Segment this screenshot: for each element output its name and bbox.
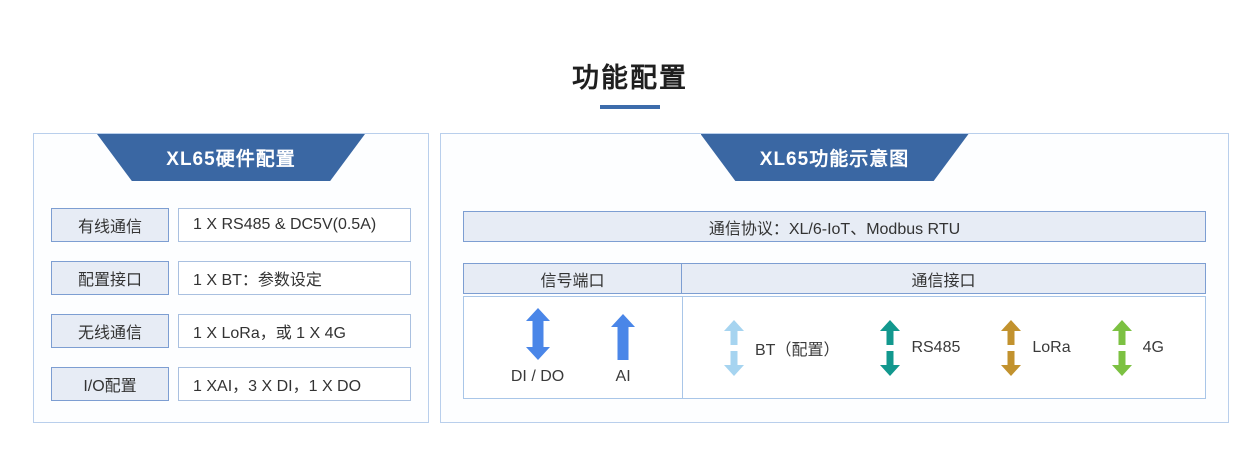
up-down-arrow-icon: [1111, 319, 1132, 376]
page-header: 功能配置: [0, 56, 1260, 109]
signal-label: DI / DO: [510, 368, 565, 385]
function-table-body: DI / DO AI: [463, 296, 1206, 399]
page-title: 功能配置: [572, 63, 688, 93]
spec-label: 有线通信: [51, 208, 169, 242]
up-down-arrow-icon: [880, 319, 901, 376]
title-underline: [600, 105, 660, 109]
spec-value: 1 X RS485 & DC5V(0.5A): [178, 208, 411, 242]
column-header-signal-ports: 信号端口: [463, 263, 682, 294]
signal-ports-cell: DI / DO AI: [464, 297, 683, 398]
up-down-arrow-icon: [724, 319, 744, 376]
comm-group-rs485: RS485: [880, 319, 961, 376]
hardware-config-panel: XL65硬件配置 有线通信 1 X RS485 & DC5V(0.5A) 配置接…: [33, 133, 429, 423]
signal-group-dido: DI / DO: [511, 308, 564, 386]
table-row: 配置接口 1 X BT：参数设定: [51, 261, 411, 295]
protocol-bar: 通信协议：XL/6-IoT、Modbus RTU: [463, 211, 1206, 242]
comm-group-bt: BT（配置）: [724, 319, 840, 376]
comm-label: BT（配置）: [755, 341, 840, 359]
comm-group-lora: LoRa: [1001, 319, 1071, 376]
spec-label: I/O配置: [51, 367, 169, 401]
up-arrow-icon: [611, 314, 636, 360]
signal-group-ai: AI: [611, 314, 636, 386]
comm-label: 4G: [1142, 338, 1164, 356]
table-row: 无线通信 1 X LoRa，或 1 X 4G: [51, 314, 411, 348]
hardware-config-rows: 有线通信 1 X RS485 & DC5V(0.5A) 配置接口 1 X BT：…: [51, 208, 411, 401]
double-arrow-icon: [525, 308, 550, 360]
comm-label: RS485: [911, 338, 961, 356]
function-diagram-banner: XL65功能示意图: [700, 134, 969, 181]
hardware-config-banner: XL65硬件配置: [97, 134, 365, 181]
table-row: I/O配置 1 XAI，3 X DI，1 X DO: [51, 367, 411, 401]
spec-label: 无线通信: [51, 314, 169, 348]
spec-value: 1 XAI，3 X DI，1 X DO: [178, 367, 411, 401]
spec-value: 1 X LoRa，或 1 X 4G: [178, 314, 411, 348]
function-table-header: 信号端口 通信接口: [463, 263, 1206, 294]
up-down-arrow-icon: [1001, 319, 1022, 376]
comm-group-4g: 4G: [1111, 319, 1164, 376]
column-header-comm-interfaces: 通信接口: [682, 263, 1206, 294]
spec-value: 1 X BT：参数设定: [178, 261, 411, 295]
comm-label: LoRa: [1032, 338, 1071, 356]
comm-interfaces-cell: BT（配置） RS485: [683, 297, 1205, 398]
spec-label: 配置接口: [51, 261, 169, 295]
function-diagram-panel: XL65功能示意图 通信协议：XL/6-IoT、Modbus RTU 信号端口 …: [440, 133, 1229, 423]
table-row: 有线通信 1 X RS485 & DC5V(0.5A): [51, 208, 411, 242]
function-table: 信号端口 通信接口 DI / DO: [463, 263, 1206, 399]
signal-label: AI: [615, 368, 631, 385]
